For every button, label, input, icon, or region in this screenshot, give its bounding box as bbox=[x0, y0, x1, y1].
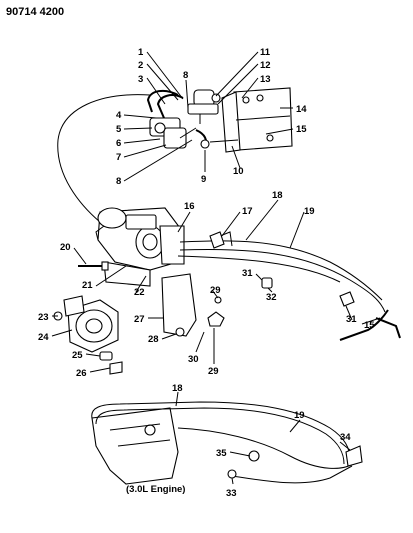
middle-assembly bbox=[53, 207, 401, 375]
valve-port bbox=[154, 122, 166, 134]
callout-8-upper: 8 bbox=[183, 70, 188, 81]
callout-35: 35 bbox=[216, 448, 227, 459]
callout-11: 11 bbox=[260, 47, 271, 58]
leader-lines-bottom bbox=[175, 391, 351, 485]
callout-31-left: 31 bbox=[242, 268, 253, 279]
callout-24: 24 bbox=[38, 332, 49, 343]
diagram-code: 90714 4200 bbox=[6, 6, 65, 18]
callout-22: 22 bbox=[134, 287, 145, 298]
leader-lines-middle bbox=[51, 199, 381, 373]
callout-18-upper: 18 bbox=[272, 190, 283, 201]
callout-6: 6 bbox=[116, 138, 121, 149]
callout-30: 30 bbox=[188, 354, 199, 365]
callout-18-lower: 18 bbox=[172, 383, 183, 394]
callout-29-upper: 29 bbox=[210, 285, 221, 296]
callout-4: 4 bbox=[116, 110, 122, 121]
callout-13: 13 bbox=[260, 74, 271, 85]
callout-15-upper: 15 bbox=[296, 124, 307, 135]
hose-2 bbox=[156, 94, 184, 119]
callout-34: 34 bbox=[340, 432, 351, 443]
callout-29-lower: 29 bbox=[208, 366, 219, 377]
top-assembly bbox=[57, 87, 293, 223]
leader-lines-top bbox=[123, 51, 294, 182]
callout-17: 17 bbox=[242, 206, 253, 217]
valve-body bbox=[163, 127, 187, 149]
callout-28: 28 bbox=[148, 334, 159, 345]
engine-caption: (3.0L Engine) bbox=[126, 484, 186, 495]
callout-25: 25 bbox=[72, 350, 83, 361]
callout-9: 9 bbox=[201, 174, 206, 185]
callout-1: 1 bbox=[138, 47, 144, 58]
bottom-assembly bbox=[91, 401, 363, 485]
callout-21: 21 bbox=[82, 280, 93, 291]
callout-7: 7 bbox=[116, 152, 121, 163]
callout-12: 12 bbox=[260, 60, 271, 71]
mount-bracket bbox=[161, 273, 197, 337]
cable-18-lower bbox=[91, 401, 351, 461]
cable-19 bbox=[179, 248, 386, 313]
callout-10: 10 bbox=[233, 166, 244, 177]
callout-26: 26 bbox=[76, 368, 87, 379]
callout-labels: 1 2 3 4 5 6 7 8 8 9 10 11 12 13 14 15 15… bbox=[38, 47, 375, 499]
callout-14: 14 bbox=[296, 104, 307, 115]
callout-32: 32 bbox=[266, 292, 277, 303]
vacuum-hose-loop bbox=[57, 94, 151, 223]
callout-33: 33 bbox=[226, 488, 237, 499]
callout-19-lower: 19 bbox=[294, 410, 305, 421]
callout-16: 16 bbox=[184, 201, 195, 212]
callout-31-right: 31 bbox=[346, 314, 357, 325]
callout-2: 2 bbox=[138, 60, 143, 71]
engine-block bbox=[91, 407, 179, 485]
callout-23: 23 bbox=[38, 312, 49, 323]
callout-27: 27 bbox=[134, 314, 145, 325]
callout-3: 3 bbox=[138, 74, 143, 85]
callout-19-upper: 19 bbox=[304, 206, 315, 217]
callout-15-lower: 15 bbox=[364, 320, 375, 331]
callout-8-lower: 8 bbox=[116, 176, 121, 187]
callout-20: 20 bbox=[60, 242, 71, 253]
callout-5: 5 bbox=[116, 124, 122, 135]
